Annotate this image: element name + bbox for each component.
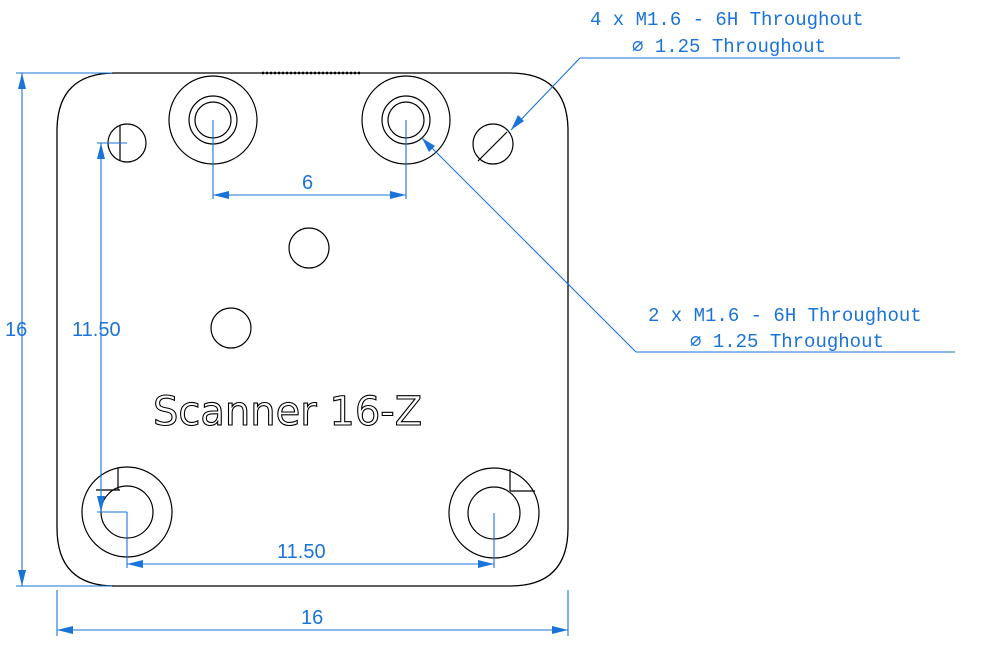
corner-hole-top-right bbox=[472, 123, 514, 165]
bottom-hole-spacing-value: 11.50 bbox=[277, 541, 326, 563]
overall-width-dimension: 16 bbox=[56, 590, 569, 636]
overall-height-value: 16 bbox=[5, 319, 27, 341]
center-hole-upper bbox=[288, 227, 330, 269]
two-hole-callout-line1: 2 x M1.6 - 6H Throughout bbox=[648, 305, 922, 327]
four-hole-callout-line2: ∅ 1.25 Throughout bbox=[632, 36, 826, 58]
overall-width-value: 16 bbox=[301, 607, 323, 629]
two-hole-callout-line2: ∅ 1.25 Throughout bbox=[690, 331, 884, 353]
top-hole-spacing-dimension: 6 bbox=[212, 120, 407, 199]
engraved-label: Scanner 16-Z bbox=[153, 389, 422, 435]
bottom-hole-spacing-dimension: 11.50 bbox=[126, 512, 495, 568]
two-hole-callout-leader bbox=[421, 137, 955, 353]
four-hole-callout-line1: 4 x M1.6 - 6H Throughout bbox=[590, 9, 864, 31]
vertical-hole-spacing-value: 11.50 bbox=[72, 319, 121, 341]
vertical-hole-spacing-dimension: 11.50 bbox=[72, 142, 127, 513]
four-hole-callout-leader bbox=[510, 57, 900, 131]
overall-height-dimension: 16 bbox=[5, 72, 112, 587]
top-hole-spacing-value: 6 bbox=[302, 172, 313, 194]
center-hole-lower bbox=[210, 307, 252, 349]
plate-outline bbox=[56, 72, 569, 587]
